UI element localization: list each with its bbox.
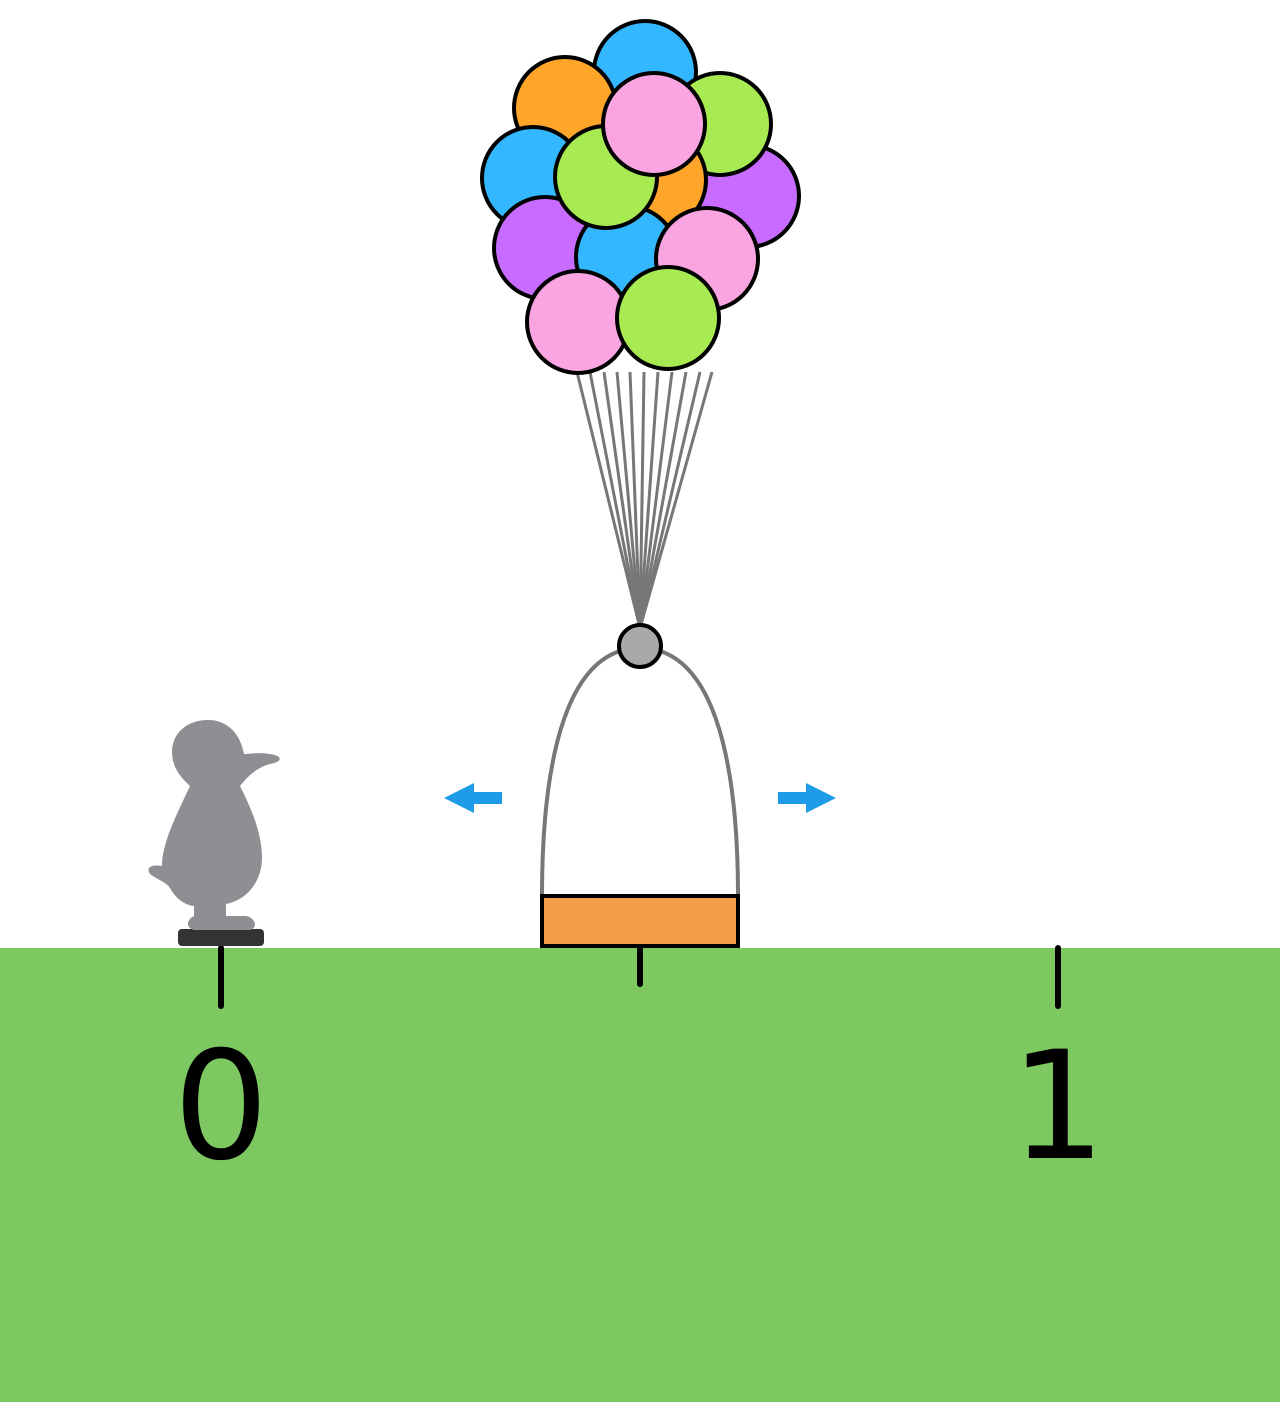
basket-handle (540, 645, 740, 897)
balloon-cluster (480, 19, 801, 375)
arrow-left-icon[interactable] (444, 783, 502, 813)
ground (0, 948, 1280, 1402)
balloon-strings (575, 371, 714, 629)
tick-label-end: 1 (1010, 1020, 1105, 1194)
arrow-right-icon[interactable] (778, 783, 836, 813)
balloon (615, 265, 721, 371)
balloon (601, 71, 707, 177)
duck-body (148, 720, 280, 930)
balloon (525, 269, 631, 375)
rope-knot (617, 623, 663, 669)
basket[interactable] (540, 894, 740, 948)
duck-stand (178, 929, 264, 946)
tick-label-start: 0 (173, 1020, 268, 1194)
duck-silhouette-icon[interactable] (148, 720, 280, 946)
